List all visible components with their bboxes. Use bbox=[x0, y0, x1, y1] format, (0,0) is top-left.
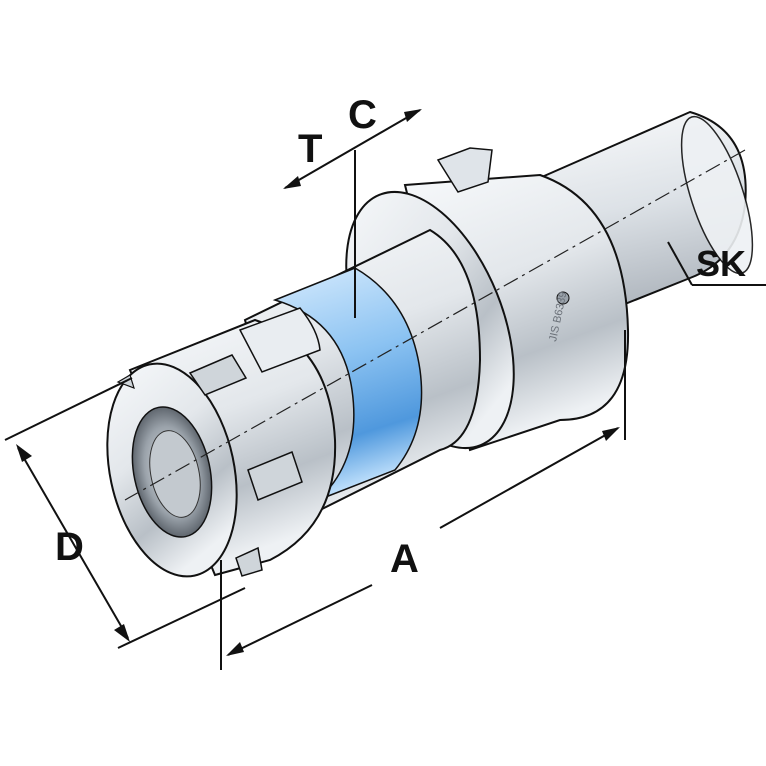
label-d: D bbox=[55, 525, 84, 569]
flange-ball bbox=[556, 291, 570, 305]
dim-tc bbox=[283, 109, 422, 318]
label-c: C bbox=[348, 93, 377, 137]
nut-ridge bbox=[238, 307, 321, 373]
dim-a bbox=[220, 330, 626, 670]
label-sk: SK bbox=[696, 243, 746, 284]
dim-d bbox=[4, 377, 246, 649]
nut-slot bbox=[235, 546, 263, 577]
nut-slot bbox=[247, 451, 303, 501]
center-axis bbox=[124, 149, 746, 501]
dim-sk bbox=[667, 241, 766, 286]
label-a: A bbox=[390, 537, 419, 581]
drive-key-top bbox=[436, 147, 493, 193]
collet-nut bbox=[106, 307, 337, 578]
blue-band bbox=[272, 267, 423, 501]
label-t: T bbox=[298, 127, 322, 171]
nut-slot bbox=[188, 354, 248, 396]
